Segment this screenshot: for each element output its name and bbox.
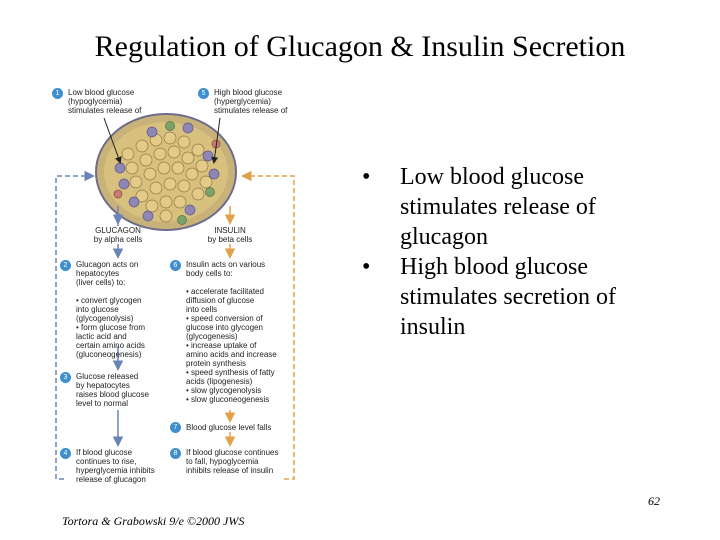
step-text-1: Low blood glucose (hypoglycemia) stimula… bbox=[68, 88, 142, 115]
diagram-graphics bbox=[55, 113, 295, 480]
step-badge-3: 3 bbox=[60, 372, 71, 383]
step-badge-2: 2 bbox=[60, 260, 71, 271]
step-badge-1: 1 bbox=[52, 88, 63, 99]
slide-title: Regulation of Glucagon & Insulin Secreti… bbox=[94, 30, 626, 63]
bullet-text: Low blood glucose stimulates release of … bbox=[400, 164, 596, 250]
bullet-marker: • bbox=[362, 254, 371, 280]
bullet-text: High blood glucose stimulates secretion … bbox=[400, 254, 616, 340]
step-text-6: Insulin acts on various body cells to: •… bbox=[186, 260, 277, 404]
bullet-item: • Low blood glucose stimulates release o… bbox=[362, 162, 682, 252]
step-text-7: Blood glucose level falls bbox=[186, 423, 272, 432]
step-badge-8: 8 bbox=[170, 448, 181, 459]
step-badge-4: 4 bbox=[60, 448, 71, 459]
step-text-2: Glucagon acts on hepatocytes (liver cell… bbox=[76, 260, 146, 359]
insulin-label: INSULIN by beta cells bbox=[207, 226, 253, 244]
pancreatic-islet bbox=[95, 113, 237, 231]
step-badge-7: 7 bbox=[170, 422, 181, 433]
step-text-8: If blood glucose continues to fall, hypo… bbox=[186, 448, 279, 475]
credit-line: Tortora & Grabowski 9/e ©2000 JWS bbox=[62, 514, 245, 528]
pancreas-diagram: 1 Low blood glucose (hypoglycemia) stimu… bbox=[48, 84, 308, 494]
step-text-5: High blood glucose (hyperglycemia) stimu… bbox=[214, 88, 288, 115]
page-number: 62 bbox=[648, 494, 660, 508]
bullet-list: • Low blood glucose stimulates release o… bbox=[362, 162, 682, 342]
glucagon-label: GLUCAGON by alpha cells bbox=[93, 226, 143, 244]
step-text-4: If blood glucose continues to rise, hype… bbox=[76, 448, 155, 484]
step-text-3: Glucose released by hepatocytes raises b… bbox=[76, 372, 149, 408]
bullet-item: • High blood glucose stimulates secretio… bbox=[362, 252, 682, 342]
step-badge-6: 6 bbox=[170, 260, 181, 271]
bullet-marker: • bbox=[362, 164, 371, 190]
step-badge-5: 5 bbox=[198, 88, 209, 99]
